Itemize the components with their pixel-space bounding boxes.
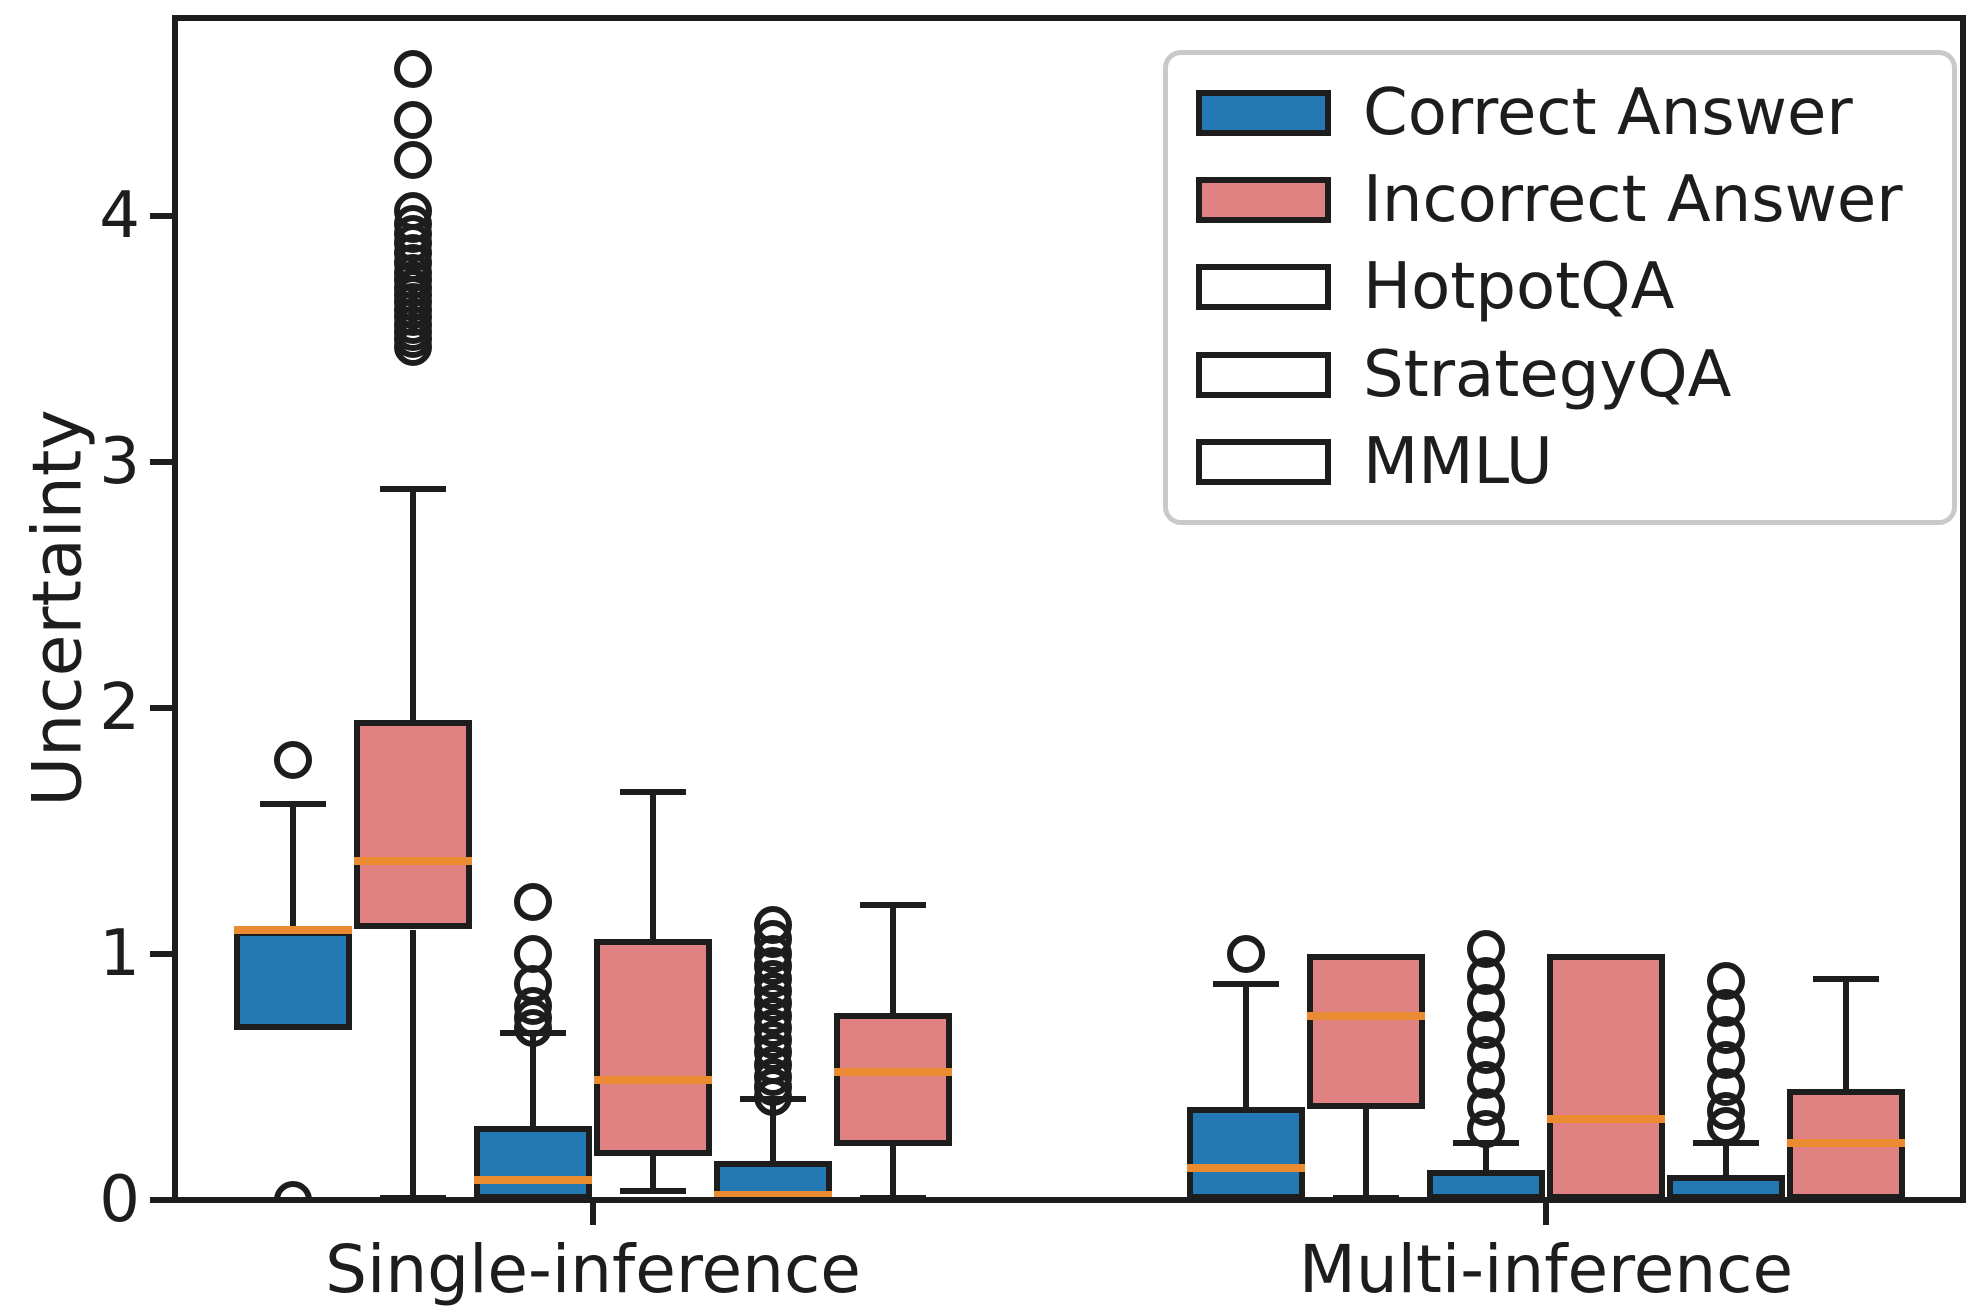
x-group-label: Single-inference	[325, 1231, 861, 1308]
box-whisker	[650, 791, 656, 940]
box-median-line	[594, 1075, 712, 1084]
outlier-circle	[1707, 1107, 1745, 1146]
box-median-line	[1187, 1164, 1305, 1173]
y-tick-label: 3	[99, 425, 140, 500]
box-plot-box-hotpotqa-incorrect	[354, 720, 472, 930]
box-whisker	[890, 904, 896, 1014]
legend-item-correct: Correct Answer	[1196, 78, 1952, 148]
legend-item-incorrect: Incorrect Answer	[1196, 165, 1952, 235]
x-group-label: Multi-inference	[1298, 1231, 1794, 1308]
box-whisker	[290, 804, 296, 930]
outlier-circle	[394, 101, 432, 140]
x-tick	[1543, 1203, 1549, 1225]
legend-item-label: MMLU	[1363, 425, 1553, 500]
legend-item-label: Correct Answer	[1363, 75, 1853, 150]
box-plot-box-strategyqa-correct	[1427, 1170, 1545, 1197]
outlier-circle	[394, 327, 432, 366]
outlier-circle	[274, 1181, 312, 1197]
y-tick	[150, 1197, 172, 1203]
box-whisker	[1363, 1109, 1369, 1197]
box-whisker-cap	[620, 788, 686, 795]
box-whisker	[530, 1032, 536, 1127]
outlier-circle	[394, 140, 432, 179]
box-median-line	[714, 1191, 832, 1197]
box-whisker	[1723, 1143, 1729, 1176]
legend-swatch-circle-hatch-icon	[1196, 351, 1331, 398]
legend-swatch-correct-answer	[1196, 89, 1331, 136]
box-plot-box-strategyqa-incorrect	[594, 939, 712, 1156]
box-whisker	[770, 1099, 776, 1161]
box-median-line	[234, 925, 352, 934]
box-whisker	[890, 1145, 896, 1197]
box-median-line	[354, 856, 472, 865]
box-whisker-cap	[860, 1195, 926, 1197]
box-median-line	[1307, 1011, 1425, 1020]
box-median-line	[1787, 1139, 1905, 1148]
box-median-line	[1547, 1114, 1665, 1123]
box-whisker	[1843, 978, 1849, 1090]
y-tick-label: 0	[99, 1163, 140, 1237]
legend-item-mmlu: MMLU	[1196, 427, 1952, 497]
legend-swatch-backslash-hatch-icon	[1196, 439, 1331, 486]
legend: Correct Answer Incorrect Answer HotpotQA…	[1163, 50, 1957, 525]
box-whisker-cap	[1813, 975, 1879, 982]
y-tick	[150, 459, 172, 466]
box-plot-box-mmlu-correct	[1667, 1175, 1785, 1197]
outlier-circle	[394, 49, 432, 88]
legend-swatch-incorrect-answer	[1196, 177, 1331, 224]
box-plot-box-hotpotqa-correct	[234, 929, 352, 1031]
outlier-circle	[1467, 1109, 1505, 1148]
y-tick-label: 2	[99, 671, 140, 746]
outlier-circle	[274, 740, 312, 779]
box-whisker	[410, 929, 416, 1197]
box-whisker-cap	[1213, 980, 1279, 987]
box-plot-box-hotpotqa-incorrect	[1307, 954, 1425, 1109]
box-plot-box-mmlu-incorrect	[834, 1013, 952, 1146]
legend-item-strategyqa: StrategyQA	[1196, 340, 1952, 410]
outlier-circle	[514, 883, 552, 922]
outlier-circle	[754, 1077, 792, 1116]
box-whisker-cap	[1333, 1195, 1399, 1197]
y-tick	[150, 951, 172, 958]
outlier-circle	[514, 1008, 552, 1047]
y-tick-label: 1	[99, 917, 140, 992]
box-plot-box-strategyqa-correct	[474, 1126, 592, 1197]
legend-swatch-slash-hatch-icon	[1196, 264, 1331, 311]
box-whisker-cap	[860, 901, 926, 908]
box-whisker-cap	[620, 1187, 686, 1194]
legend-item-label: Incorrect Answer	[1363, 163, 1903, 238]
box-median-line	[474, 1176, 592, 1185]
box-whisker-cap	[380, 1195, 446, 1197]
legend-item-label: HotpotQA	[1363, 250, 1675, 325]
box-whisker-cap	[260, 801, 326, 808]
box-plot-box-hotpotqa-correct	[1187, 1106, 1305, 1197]
legend-item-label: StrategyQA	[1363, 337, 1732, 412]
box-whisker	[410, 489, 416, 721]
box-plot-box-strategyqa-incorrect	[1547, 954, 1665, 1197]
y-tick	[150, 213, 172, 220]
y-tick-label: 4	[99, 179, 140, 254]
box-whisker-cap	[380, 486, 446, 493]
outlier-circle	[1227, 935, 1265, 974]
box-whisker	[1483, 1143, 1489, 1171]
legend-item-hotpotqa: HotpotQA	[1196, 252, 1952, 322]
x-tick	[590, 1203, 596, 1225]
y-tick	[150, 705, 172, 712]
box-median-line	[834, 1068, 952, 1077]
box-whisker	[650, 1155, 656, 1193]
box-whisker	[1243, 983, 1249, 1107]
